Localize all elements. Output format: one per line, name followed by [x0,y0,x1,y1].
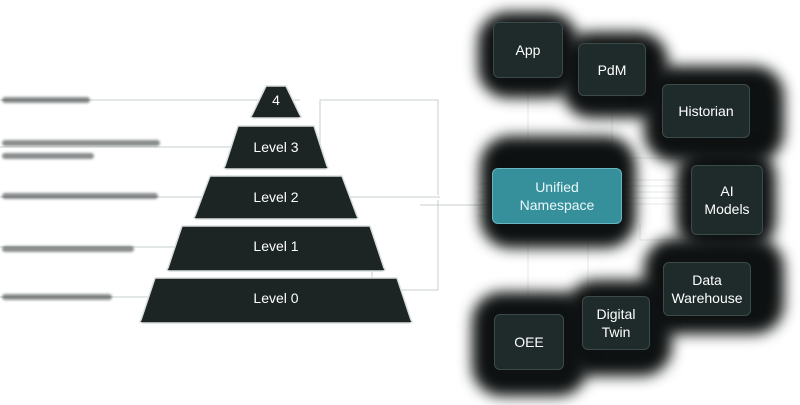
link-ai-models [622,179,690,205]
caption-stub [2,97,90,103]
node-unified-namespace: Unified Namespace [492,168,622,224]
caption-stub [2,153,94,159]
node-pdm: PdM [578,43,646,96]
pyramid-band-level3 [223,125,329,170]
node-historian: Historian [662,84,750,138]
node-data-warehouse: Data Warehouse [663,262,751,316]
pyramid-band-level1 [166,225,386,272]
caption-stub [2,193,158,199]
pyramid [139,85,413,324]
pyramid-label-level0: Level 0 [253,290,299,306]
pyramid-label-level3: Level 3 [253,139,299,155]
pyramid-label-level2: Level 2 [253,189,299,205]
pyramid-label-level4: 4 [272,92,280,108]
node-oee: OEE [494,314,564,370]
node-app: App [493,22,563,78]
node-digital-twin: Digital Twin [582,296,650,350]
pyramid-label-level1: Level 1 [253,238,299,254]
pyramid-band-level0 [139,277,413,324]
node-ai-models: AI Models [691,165,763,235]
caption-stub [2,246,134,252]
caption-stub [2,294,112,300]
pyramid-band-level4 [250,85,302,119]
leader-line-level3 [0,99,439,195]
caption-stub [2,140,160,146]
pyramid-band-level2 [193,175,359,220]
